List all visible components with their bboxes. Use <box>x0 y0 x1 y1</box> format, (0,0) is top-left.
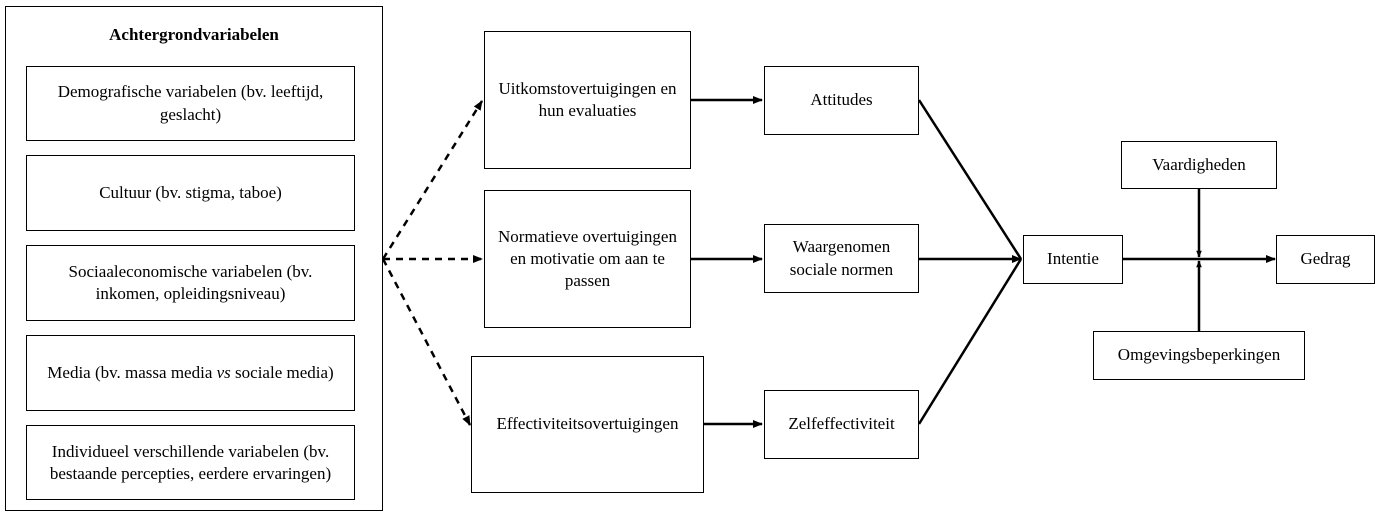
self-efficacy-box: Zelfeffectiviteit <box>764 390 919 459</box>
intention-box: Intentie <box>1023 235 1123 284</box>
background-variables-title: Achtergrondvariabelen <box>109 25 279 44</box>
environmental-constraints-box: Omgevingsbeperkingen <box>1093 331 1305 380</box>
perceived-norms-box: Waargenomen sociale normen <box>764 224 919 293</box>
outcome-beliefs-box: Uitkomstovertuigingen en hun evaluaties <box>484 31 691 169</box>
skills-box: Vaardigheden <box>1121 141 1277 189</box>
media-box: Media (bv. massa media vs sociale media) <box>26 335 355 411</box>
behavior-box: Gedrag <box>1276 235 1375 284</box>
individual-differences-box: Individueel verschillende variabelen (bv… <box>26 425 355 500</box>
dashed-arrow-outcome <box>381 100 484 260</box>
media-text-start: Media (bv. massa media <box>47 362 217 382</box>
arrow-selfefficacy-intention <box>917 258 1023 425</box>
demographic-variables-box: Demografische variabelen (bv. leeftijd, … <box>26 66 355 141</box>
dashed-arrow-efficacy <box>381 258 472 426</box>
culture-box: Cultuur (bv. stigma, taboe) <box>26 155 355 231</box>
normative-beliefs-box: Normatieve overtuigingen en motivatie om… <box>484 190 691 328</box>
media-text-italic: vs <box>216 362 231 382</box>
efficacy-beliefs-box: Effectiviteitsovertuigingen <box>471 356 704 493</box>
attitudes-box: Attitudes <box>764 66 919 135</box>
arrow-attitudes-intention <box>917 99 1023 260</box>
socioeconomic-variables-box: Sociaaleconomische variabelen (bv. inkom… <box>26 245 355 321</box>
media-text-end: sociale media) <box>230 362 334 382</box>
